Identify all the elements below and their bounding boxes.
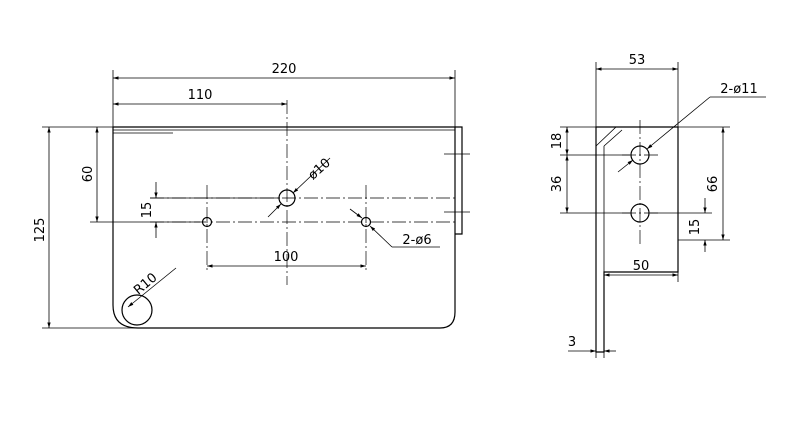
right-flange <box>455 126 463 235</box>
dim-50-label: 50 <box>633 259 650 274</box>
small-holes-label: 2-ø6 <box>402 233 431 248</box>
dim-flange-width: 53 <box>595 53 679 127</box>
dim-220-label: 220 <box>272 62 297 77</box>
dim-half-width: 110 <box>113 88 287 106</box>
bend-chamfer <box>595 126 617 147</box>
dim-100-label: 100 <box>274 250 299 265</box>
r10-label: R10 <box>131 270 160 298</box>
dim-bottom-offset: 15 <box>650 198 712 252</box>
dim-18-label: 18 <box>550 133 565 150</box>
side-profile <box>595 126 679 353</box>
dim-3-label: 3 <box>568 335 576 350</box>
dim-125-label: 125 <box>33 218 48 243</box>
dim-53-label: 53 <box>629 53 646 68</box>
dim-36-label: 36 <box>550 176 565 193</box>
dim-hole-spacing: 100 <box>207 250 366 268</box>
o10-label: ø10 <box>306 156 334 184</box>
leader-center-hole: ø10 <box>267 156 334 218</box>
dim-110-label: 110 <box>188 88 213 103</box>
dim-slot-spacing: 36 <box>550 155 630 214</box>
leader-small-holes: 2-ø6 <box>349 208 440 248</box>
dim-thickness: 3 <box>568 335 616 358</box>
dim-overall-height: 125 <box>33 126 138 329</box>
dim-side-height: 66 <box>660 126 730 241</box>
dim-15-label: 15 <box>140 202 155 219</box>
leader-slot-holes: 2-ø11 <box>617 82 766 173</box>
dim-base-width: 50 <box>604 240 679 282</box>
dim-overall-width: 220 <box>112 62 456 127</box>
dim-hole-row-height: 60 <box>81 127 200 223</box>
dim-15-side-label: 15 <box>688 219 703 236</box>
bend-chamfer-inner <box>603 129 623 147</box>
dim-top-offset: 18 <box>550 126 630 156</box>
corner-relief <box>121 294 153 326</box>
slot-holes-label: 2-ø11 <box>720 82 757 97</box>
dim-60-label: 60 <box>81 166 96 183</box>
leader-r10: R10 <box>127 267 177 308</box>
front-view: 220 110 125 60 15 100 <box>33 62 470 329</box>
dim-66-label: 66 <box>706 176 721 193</box>
front-plate-outline <box>112 126 456 329</box>
dim-hole-offset: 15 <box>140 182 280 238</box>
side-view: 53 2-ø11 18 36 66 <box>550 53 766 358</box>
